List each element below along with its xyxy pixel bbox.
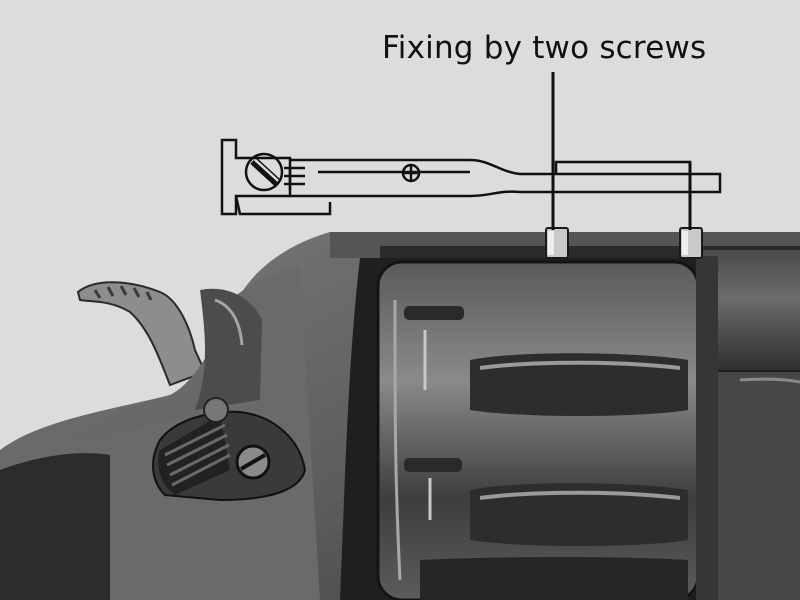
rear-sight-drawing — [220, 138, 722, 230]
barrel — [696, 250, 800, 600]
annotation-label: Fixing by two screws — [382, 30, 707, 66]
hammer — [76, 281, 207, 387]
cylinder-release — [152, 410, 307, 502]
side-plate-screw — [203, 397, 229, 423]
cylinder — [376, 260, 700, 600]
leader-lines — [551, 72, 692, 230]
mounting-screw-posts — [545, 227, 703, 259]
